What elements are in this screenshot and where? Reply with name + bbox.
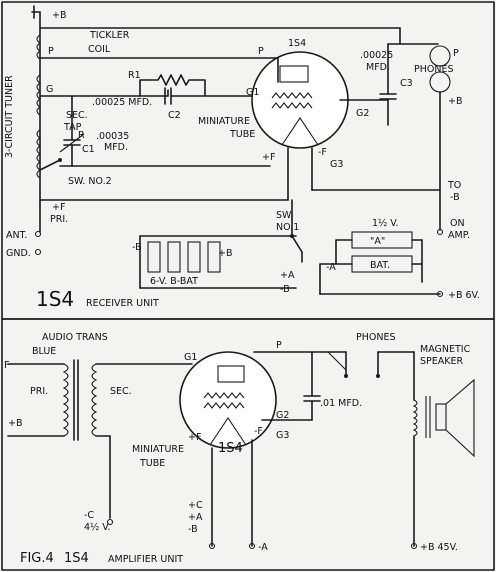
fig-title-text: AMPLIFIER UNIT — [108, 554, 183, 565]
amp-miniature-label: MINIATURE — [132, 444, 184, 455]
receiver-panel-frame — [1, 1, 495, 320]
phones-p-label: P — [453, 48, 459, 59]
c3-value-label: .00025 — [360, 50, 393, 61]
p-tube-label: P — [258, 46, 264, 57]
amp-minus-b-label: -B — [188, 524, 198, 535]
minus-a-label: -A — [326, 262, 336, 273]
b-minus-label: -B — [132, 242, 142, 253]
phones-plus-b-label: +B — [448, 96, 462, 107]
sw1-label: SW. — [276, 210, 293, 221]
amp-p-label: P — [276, 340, 282, 351]
r1-label: R1 — [128, 70, 141, 81]
amp-g3-label: G3 — [276, 430, 289, 441]
amp-plus-f-label: F — [4, 360, 9, 371]
minus-f-label: -F — [318, 147, 327, 158]
to-label: TO — [447, 180, 461, 191]
sw2-label: SW. NO.2 — [68, 176, 112, 187]
plus-f-label: +F — [262, 152, 275, 163]
g1-label: G1 — [246, 87, 259, 98]
amp-plus-f-tube-label: +F — [188, 432, 201, 443]
plus-a-label: +A — [280, 270, 295, 281]
ant-label: ANT. — [6, 230, 27, 241]
tube-label: TUBE — [229, 129, 255, 140]
speaker-label: SPEAKER — [420, 356, 463, 367]
three-circuit-tuner-label: 3-CIRCUIT TUNER — [4, 75, 15, 158]
receiver-tube — [251, 51, 349, 149]
fig-title-fig: FIG.4 — [20, 551, 54, 566]
coil-label: COIL — [88, 44, 111, 55]
amplifier-panel-frame — [1, 318, 495, 571]
amp-g2-label: G2 — [276, 410, 289, 421]
audio-trans-label: AUDIO TRANS — [42, 332, 108, 343]
amp-sec-label: SEC. — [110, 386, 132, 397]
tickler-label: TICKLER — [89, 30, 130, 41]
receiver-phones-label: PHONES — [414, 64, 454, 75]
tuner-coil — [31, 5, 41, 206]
b-battery-label: 6-V. B-BAT — [150, 276, 198, 287]
sw1-no-label: NO.1 — [276, 222, 299, 233]
plus-b-top-label: +B — [52, 10, 66, 21]
c2-value-label: .00025 MFD. — [92, 97, 152, 108]
b-battery-pack — [139, 235, 297, 289]
plus-b-6v-label: +B 6V. — [448, 290, 480, 301]
plus-b-45v-label: +B 45V. — [420, 542, 458, 553]
receiver-title-tube: 1S4 — [36, 287, 74, 311]
plus-c-label: +C — [188, 500, 203, 511]
gnd-label: GND. — [6, 248, 31, 259]
minus-b-switch-label: -B — [280, 284, 290, 295]
plus-f-pri-label: +F — [52, 202, 65, 213]
r1-resistor — [139, 74, 206, 97]
amp-tube-type-label: 1S4 — [218, 441, 243, 456]
a-battery-voltage-label: 1½ V. — [372, 218, 399, 229]
to-minus-b-label: -B — [450, 192, 460, 203]
miniature-label: MINIATURE — [198, 116, 250, 127]
c3-label: C3 — [400, 78, 413, 89]
pri-label: PRI. — [50, 214, 68, 225]
amp-pri-label: PRI. — [30, 386, 48, 397]
b-plus-label: +B — [218, 248, 232, 259]
g2-label: G2 — [356, 108, 369, 119]
receiver-tube-type-label: 1S4 — [288, 38, 306, 49]
a-battery-label: "A" — [370, 236, 385, 247]
amp-tube-label: TUBE — [139, 458, 165, 469]
amp-minus-f-label: -F — [254, 426, 263, 437]
amplifier-tube — [179, 351, 277, 449]
c1-label: C1 — [82, 144, 95, 155]
coupling-cap-label: .01 MFD. — [320, 398, 362, 409]
sw2-switch[interactable] — [39, 159, 61, 171]
amp-phones-label: PHONES — [356, 332, 396, 343]
fig-title-tube: 1S4 — [64, 551, 89, 566]
sec-label: SEC. — [66, 110, 88, 121]
c3-mfd-label: MFD. — [366, 62, 390, 73]
amp-label: AMP. — [448, 230, 470, 241]
magnetic-label: MAGNETIC — [420, 344, 471, 355]
audio-transformer — [7, 359, 98, 441]
p-left-label: P — [48, 46, 54, 57]
c1-mfd-label: MFD. — [104, 142, 128, 153]
blue-label: BLUE — [32, 346, 56, 357]
amp-minus-a-label: -A — [258, 542, 268, 553]
amp-plus-b-label: +B — [8, 418, 22, 429]
sw1-switch[interactable] — [291, 235, 303, 253]
g-left-label: G — [46, 84, 53, 95]
a-battery — [335, 231, 423, 283]
magnetic-speaker — [412, 378, 475, 458]
amp-plus-a-label: +A — [188, 512, 203, 523]
on-label: ON — [450, 218, 465, 229]
bat-label: BAT. — [370, 260, 390, 271]
c2-label: C2 — [168, 110, 181, 121]
c1-value-label: .00035 — [96, 131, 129, 142]
c-bias-minus-label: -C — [84, 510, 94, 521]
g3-label: G3 — [330, 159, 343, 170]
receiver-title-text: RECEIVER UNIT — [86, 298, 159, 309]
amp-g1-label: G1 — [184, 352, 197, 363]
c-bias-volt-label: 4½ V. — [84, 522, 111, 533]
